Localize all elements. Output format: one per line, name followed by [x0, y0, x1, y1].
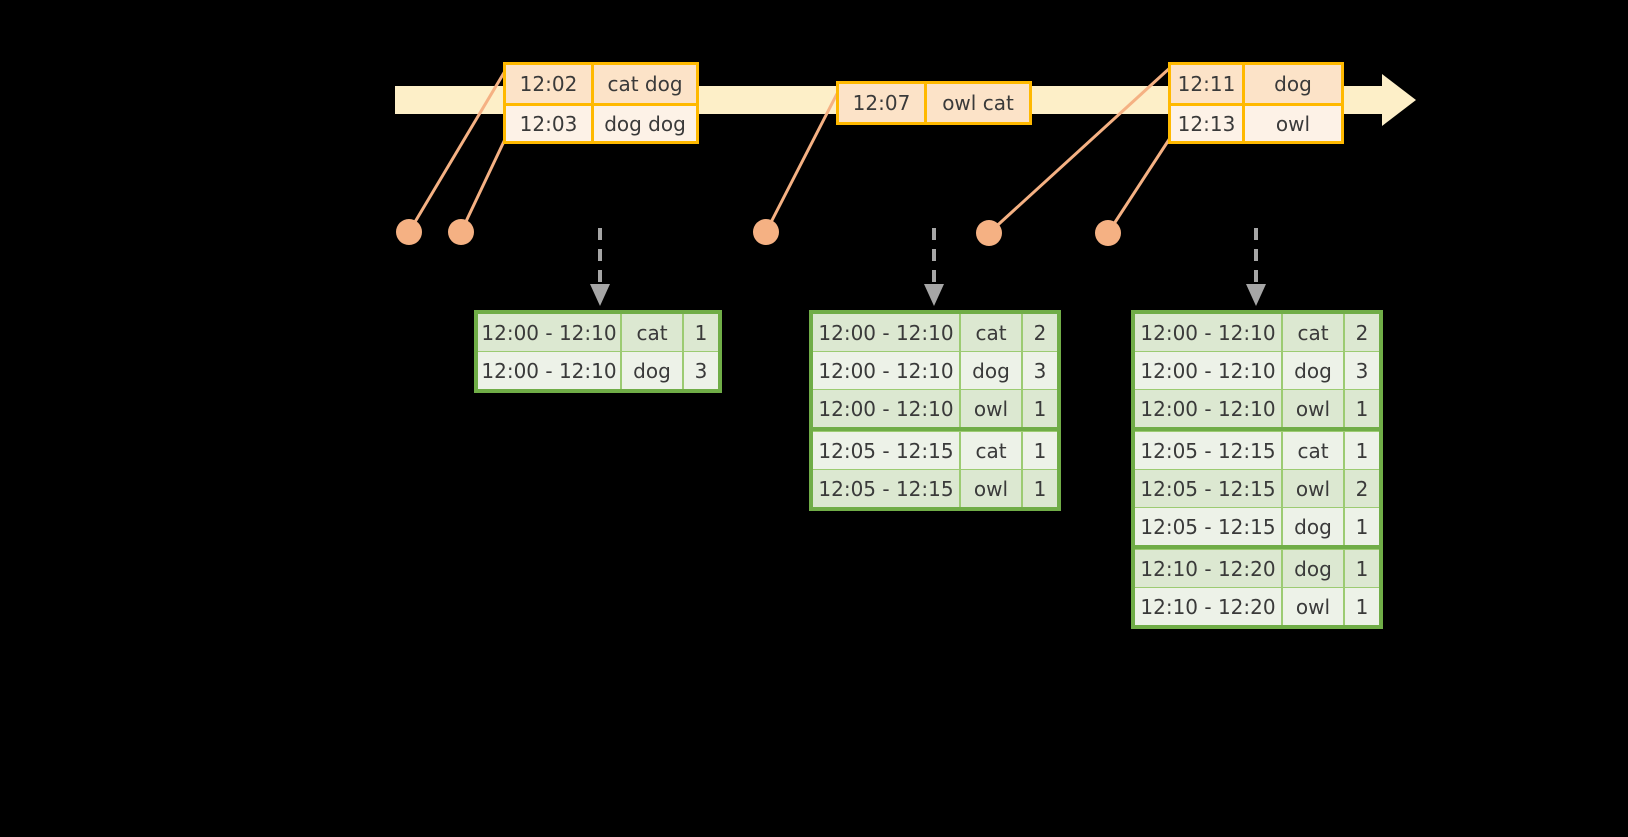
event-time: 12:07	[839, 84, 927, 122]
cell-window: 12:00 - 12:10	[1135, 390, 1283, 427]
table-row: 12:05 - 12:15 cat 1	[813, 431, 1057, 469]
cell-count: 1	[684, 314, 718, 351]
table-row: 12:00 - 12:10 cat 1	[478, 314, 718, 351]
timeline-arrowhead-icon	[1382, 74, 1416, 126]
table-row: 12:00 - 12:10 dog 3	[813, 351, 1057, 389]
event-words: dog	[1245, 65, 1341, 103]
table-row: 12:05 - 12:15 cat 1	[1135, 431, 1379, 469]
down-arrow-icon-1	[590, 228, 610, 306]
cell-window: 12:10 - 12:20	[1135, 588, 1283, 625]
cell-count: 2	[1023, 314, 1057, 351]
event-group-1: 12:02 cat dog 12:03 dog dog	[503, 62, 699, 144]
cell-window: 12:05 - 12:15	[813, 432, 961, 469]
cell-count: 1	[1023, 390, 1057, 427]
table-row: 12:05 - 12:15 owl 1	[813, 469, 1057, 507]
event-row: 12:07 owl cat	[839, 84, 1029, 122]
result-table-1: 12:00 - 12:10 cat 1 12:00 - 12:10 dog 3	[474, 310, 722, 393]
cell-count: 3	[684, 352, 718, 389]
table-row: 12:00 - 12:10 cat 2	[1135, 314, 1379, 351]
cell-window: 12:05 - 12:15	[1135, 508, 1283, 545]
event-time: 12:11	[1171, 65, 1245, 103]
event-row: 12:03 dog dog	[506, 103, 696, 141]
table-row: 12:00 - 12:10 dog 3	[478, 351, 718, 389]
cell-count: 1	[1345, 588, 1379, 625]
event-time: 12:13	[1171, 106, 1245, 141]
event-group-3: 12:11 dog 12:13 owl	[1168, 62, 1344, 144]
table-row: 12:00 - 12:10 cat 2	[813, 314, 1057, 351]
cell-word: dog	[1283, 508, 1345, 545]
cell-window: 12:00 - 12:10	[478, 314, 622, 351]
event-marker-dot	[1095, 220, 1121, 246]
event-marker-dot	[448, 219, 474, 245]
event-row: 12:02 cat dog	[506, 65, 696, 103]
cell-count: 1	[1023, 432, 1057, 469]
event-time: 12:03	[506, 106, 594, 141]
event-time: 12:02	[506, 65, 594, 103]
cell-word: owl	[1283, 390, 1345, 427]
cell-word: owl	[961, 390, 1023, 427]
cell-window: 12:00 - 12:10	[813, 314, 961, 351]
cell-count: 3	[1345, 352, 1379, 389]
cell-word: owl	[1283, 470, 1345, 507]
event-words: owl	[1245, 106, 1341, 141]
cell-word: cat	[622, 314, 684, 351]
table-row: 12:05 - 12:15 owl 2	[1135, 469, 1379, 507]
cell-word: owl	[1283, 588, 1345, 625]
cell-count: 3	[1023, 352, 1057, 389]
down-arrow-icon-2	[924, 228, 944, 306]
table-row: 12:05 - 12:15 dog 1	[1135, 507, 1379, 549]
down-arrow-icon-3	[1246, 228, 1266, 306]
event-row: 12:11 dog	[1171, 65, 1341, 103]
cell-word: dog	[961, 352, 1023, 389]
cell-count: 1	[1345, 508, 1379, 545]
cell-word: cat	[961, 314, 1023, 351]
cell-window: 12:00 - 12:10	[478, 352, 622, 389]
table-row: 12:00 - 12:10 owl 1	[813, 389, 1057, 431]
result-table-2: 12:00 - 12:10 cat 2 12:00 - 12:10 dog 3 …	[809, 310, 1061, 511]
table-row: 12:10 - 12:20 owl 1	[1135, 587, 1379, 625]
event-marker-dot	[396, 219, 422, 245]
cell-count: 1	[1345, 550, 1379, 587]
cell-word: cat	[1283, 432, 1345, 469]
cell-window: 12:00 - 12:10	[813, 352, 961, 389]
table-row: 12:10 - 12:20 dog 1	[1135, 549, 1379, 587]
cell-word: dog	[1283, 550, 1345, 587]
event-marker-dot	[976, 220, 1002, 246]
cell-word: cat	[1283, 314, 1345, 351]
result-table-3: 12:00 - 12:10 cat 2 12:00 - 12:10 dog 3 …	[1131, 310, 1383, 629]
cell-window: 12:05 - 12:15	[813, 470, 961, 507]
cell-window: 12:05 - 12:15	[1135, 432, 1283, 469]
cell-count: 2	[1345, 314, 1379, 351]
table-row: 12:00 - 12:10 owl 1	[1135, 389, 1379, 431]
event-group-2: 12:07 owl cat	[836, 81, 1032, 125]
cell-word: dog	[622, 352, 684, 389]
event-words: dog dog	[594, 106, 696, 141]
cell-window: 12:00 - 12:10	[813, 390, 961, 427]
cell-window: 12:00 - 12:10	[1135, 352, 1283, 389]
cell-window: 12:10 - 12:20	[1135, 550, 1283, 587]
cell-count: 1	[1345, 432, 1379, 469]
cell-word: cat	[961, 432, 1023, 469]
cell-word: owl	[961, 470, 1023, 507]
cell-window: 12:00 - 12:10	[1135, 314, 1283, 351]
cell-count: 1	[1345, 390, 1379, 427]
cell-word: dog	[1283, 352, 1345, 389]
event-words: cat dog	[594, 65, 696, 103]
cell-window: 12:05 - 12:15	[1135, 470, 1283, 507]
event-row: 12:13 owl	[1171, 103, 1341, 141]
table-row: 12:00 - 12:10 dog 3	[1135, 351, 1379, 389]
event-words: owl cat	[927, 84, 1029, 122]
cell-count: 2	[1345, 470, 1379, 507]
cell-count: 1	[1023, 470, 1057, 507]
event-marker-dot	[753, 219, 779, 245]
